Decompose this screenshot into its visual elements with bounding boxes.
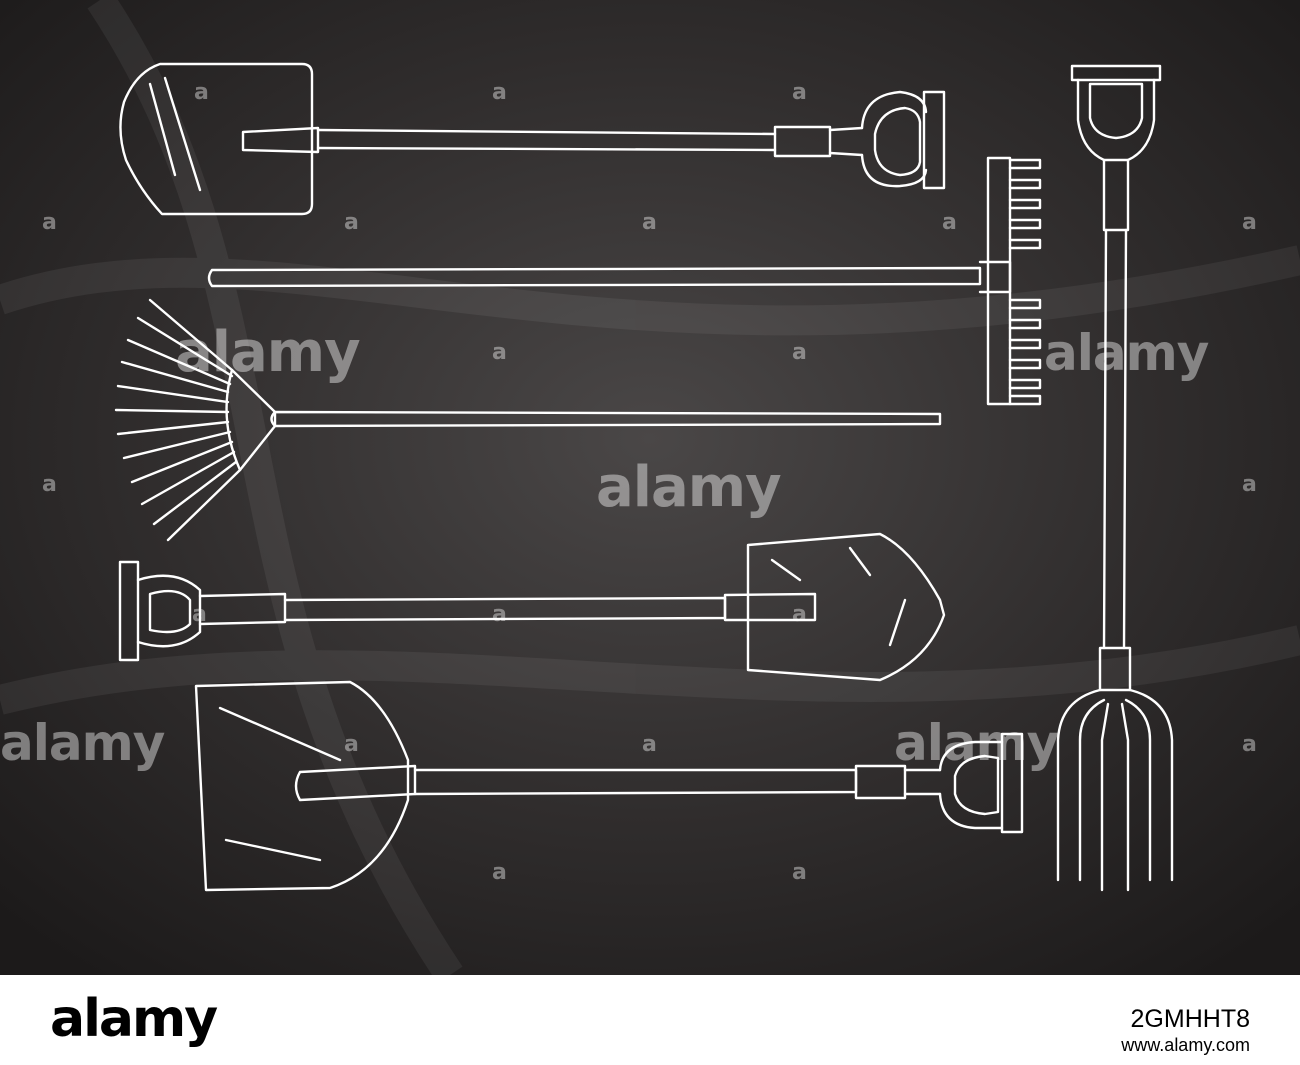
leaf-rake-icon <box>114 298 942 542</box>
watermark-mark: a <box>642 732 657 757</box>
watermark-mark: a <box>194 80 209 105</box>
watermark-mark: a <box>792 340 807 365</box>
watermark-mark: a <box>1242 732 1257 757</box>
watermark-mark: a <box>42 472 57 497</box>
watermark-mark: a <box>492 340 507 365</box>
watermark-mark: a <box>492 80 507 105</box>
chalkboard-illustration: alamy alamy alamy alamy alamy a a a a a … <box>0 0 1300 975</box>
watermark-mark: a <box>792 80 807 105</box>
image-id: 2GMHHT8 <box>1130 1005 1250 1033</box>
watermark-mark: a <box>1242 472 1257 497</box>
rake-icon <box>207 156 1042 406</box>
watermark-mark: a <box>344 732 359 757</box>
site-url: www.alamy.com <box>1121 1035 1250 1055</box>
watermark-mark: a <box>42 210 57 235</box>
scoop-shovel-icon <box>194 680 1024 892</box>
alamy-logo: alamy <box>50 989 218 1049</box>
watermark-mark: a <box>1242 210 1257 235</box>
watermark-mark: a <box>344 210 359 235</box>
watermark-mark: a <box>792 602 807 627</box>
garden-tools-drawing <box>0 0 1300 975</box>
spade-icon <box>118 532 946 682</box>
watermark-mark: a <box>192 602 207 627</box>
shovel-icon <box>119 62 946 216</box>
stock-footer: alamy 2GMHHT8 www.alamy.com <box>0 975 1300 1065</box>
chalkboard-background <box>0 0 1300 975</box>
watermark-mark: a <box>942 210 957 235</box>
pitchfork-icon <box>1056 64 1174 892</box>
watermark-mark: a <box>792 860 807 885</box>
watermark-mark: a <box>492 602 507 627</box>
watermark-mark: a <box>492 860 507 885</box>
watermark-mark: a <box>642 210 657 235</box>
